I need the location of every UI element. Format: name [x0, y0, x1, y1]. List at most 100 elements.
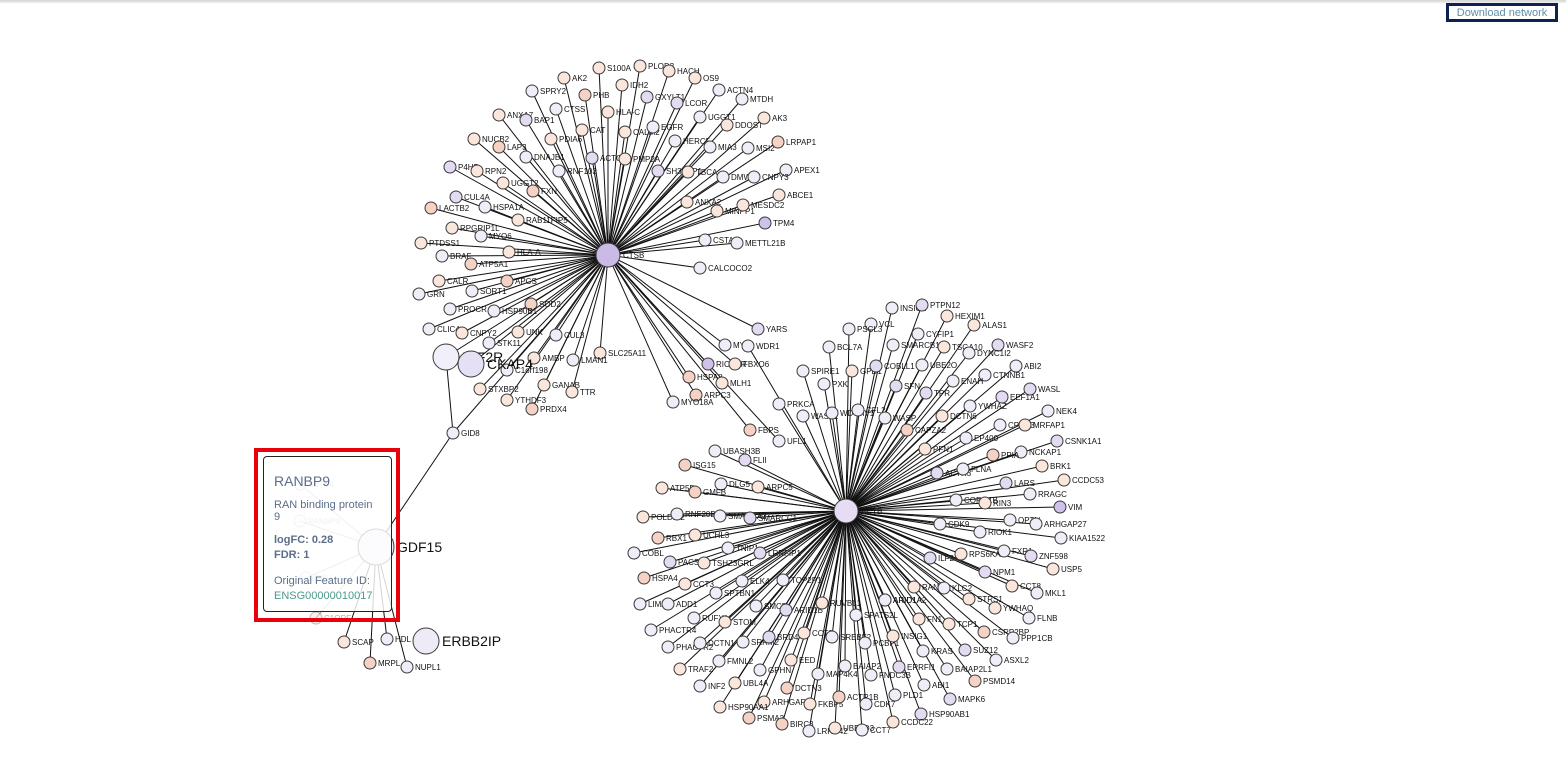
- gene-node[interactable]: TNIP1: [721, 541, 759, 555]
- gene-node[interactable]: HSP90B1: [487, 304, 538, 318]
- node-circle[interactable]: [978, 496, 992, 510]
- node-circle[interactable]: [496, 176, 510, 190]
- node-circle[interactable]: [958, 643, 972, 657]
- gene-node[interactable]: CAT: [575, 123, 606, 137]
- node-circle[interactable]: [526, 184, 540, 198]
- gene-node[interactable]: BCL7A: [822, 340, 863, 354]
- node-circle[interactable]: [838, 659, 852, 673]
- node-circle[interactable]: [1035, 459, 1049, 473]
- gene-node[interactable]: HACH: [662, 64, 700, 78]
- node-circle[interactable]: [845, 364, 859, 378]
- gene-node[interactable]: PHB: [578, 88, 609, 102]
- gene-node[interactable]: FLII: [738, 453, 767, 467]
- gene-node[interactable]: ABCE1: [772, 188, 814, 202]
- node-circle[interactable]: [709, 586, 723, 600]
- gene-node[interactable]: UCHL3: [688, 528, 730, 542]
- node-circle[interactable]: [973, 525, 987, 539]
- gene-node[interactable]: ATP5A1: [464, 257, 509, 271]
- gene-node[interactable]: FNDC3B: [864, 668, 911, 682]
- node-circle[interactable]: [467, 132, 481, 146]
- gene-node[interactable]: HLA-C: [601, 105, 640, 119]
- gene-node[interactable]: AMBP: [527, 351, 565, 365]
- node-circle[interactable]: [825, 406, 839, 420]
- node-circle[interactable]: [825, 630, 839, 644]
- node-circle[interactable]: [715, 376, 729, 390]
- gene-node[interactable]: EGFR: [646, 120, 683, 134]
- node-circle[interactable]: [565, 385, 579, 399]
- node-circle[interactable]: [701, 357, 715, 371]
- gene-node[interactable]: MLH1: [715, 376, 752, 390]
- gene-node[interactable]: CUL4A: [449, 190, 490, 204]
- node-circle[interactable]: [633, 59, 647, 73]
- gene-node[interactable]: ALAS1: [967, 318, 1007, 332]
- node-circle[interactable]: [916, 644, 930, 658]
- gene-node[interactable]: YARS: [751, 322, 787, 336]
- gene-node[interactable]: STK11: [482, 336, 521, 350]
- gene-node[interactable]: PDIA6: [544, 132, 583, 146]
- node-circle[interactable]: [772, 397, 786, 411]
- node-circle[interactable]: [736, 198, 750, 212]
- gene-node[interactable]: STOM: [718, 615, 756, 629]
- gene-node[interactable]: IDH2: [615, 78, 649, 92]
- node-circle[interactable]: [1023, 382, 1037, 396]
- node-circle[interactable]: [736, 635, 750, 649]
- node-circle[interactable]: [771, 135, 785, 149]
- gene-node[interactable]: INF2: [693, 679, 726, 693]
- gene-node[interactable]: RBX1: [651, 531, 687, 545]
- gene-node[interactable]: METTL21B: [730, 236, 785, 250]
- gene-node[interactable]: USP5: [1046, 562, 1082, 576]
- gene-node[interactable]: RUVBL1: [815, 596, 862, 610]
- gene-node[interactable]: MSI2: [741, 141, 775, 155]
- gene-node[interactable]: DCTN1: [693, 636, 735, 650]
- gene-node[interactable]: CAPZA2: [900, 423, 947, 437]
- node-circle[interactable]: [749, 599, 763, 613]
- node-circle[interactable]: [962, 592, 976, 606]
- node-circle[interactable]: [651, 531, 665, 545]
- node-circle[interactable]: [967, 318, 981, 332]
- node-circle[interactable]: [911, 327, 925, 341]
- node-circle[interactable]: [689, 388, 703, 402]
- node-circle[interactable]: [661, 597, 675, 611]
- node-circle[interactable]: [544, 132, 558, 146]
- gene-node[interactable]: PSMD14: [968, 674, 1016, 688]
- gene-node[interactable]: SH3KBP1: [651, 164, 703, 178]
- gene-node[interactable]: RUFY1: [687, 611, 729, 625]
- node-circle[interactable]: [688, 528, 702, 542]
- gene-node[interactable]: LIMA1: [633, 597, 672, 611]
- gene-node[interactable]: BIRC3: [775, 717, 814, 731]
- node-circle[interactable]: [915, 358, 929, 372]
- node-circle[interactable]: [687, 611, 701, 625]
- gene-node[interactable]: RPN2: [470, 164, 507, 178]
- node-circle[interactable]: [1014, 445, 1028, 459]
- node-circle[interactable]: [666, 395, 680, 409]
- gene-node[interactable]: PRDX4: [525, 402, 567, 416]
- gene-node[interactable]: ATP5B: [655, 481, 695, 495]
- node-circle[interactable]: [500, 274, 514, 288]
- gene-node[interactable]: GPD1: [845, 364, 882, 378]
- node-circle[interactable]: [989, 653, 1003, 667]
- gene-node[interactable]: FKBP5: [803, 697, 844, 711]
- node-circle[interactable]: [1022, 611, 1036, 625]
- gene-node[interactable]: HDL: [380, 632, 412, 646]
- gene-node[interactable]: ZNF598: [1024, 549, 1068, 563]
- node-circle[interactable]: [618, 152, 632, 166]
- node-circle[interactable]: [549, 102, 563, 116]
- node-circle[interactable]: [892, 660, 906, 674]
- gene-node[interactable]: RNF20B: [670, 507, 716, 521]
- node-circle[interactable]: [900, 423, 914, 437]
- gene-node[interactable]: HEXIM1: [940, 309, 985, 323]
- gene-node[interactable]: PHACTR4: [644, 623, 697, 637]
- gene-node[interactable]: SPIRE1: [796, 364, 840, 378]
- node-circle[interactable]: [627, 546, 641, 560]
- node-circle[interactable]: [688, 71, 702, 85]
- gene-node[interactable]: TPR: [919, 386, 950, 400]
- gene-node[interactable]: BRD4: [762, 630, 799, 644]
- node-circle[interactable]: [443, 160, 457, 174]
- node-circle[interactable]: [713, 509, 727, 523]
- node-circle[interactable]: [753, 546, 767, 560]
- gene-node[interactable]: CLIC4: [422, 322, 460, 336]
- node-circle[interactable]: [741, 339, 755, 353]
- node-circle[interactable]: [637, 571, 651, 585]
- hub-node-ctsb[interactable]: CTSB: [595, 242, 644, 268]
- gene-node[interactable]: C1ORF: [309, 611, 351, 625]
